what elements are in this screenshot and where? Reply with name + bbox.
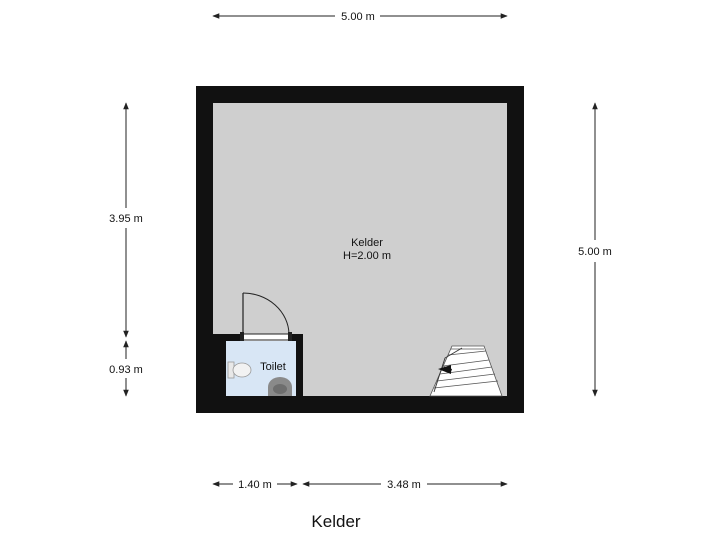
dimension-left-upper-label: 3.95 m [109,213,143,225]
dimension-right-label: 5.00 m [578,246,612,258]
dimension-bottom-left-label: 1.40 m [238,479,272,491]
dimension-bottom-right: 3.48 m [302,479,508,491]
sink-icon [268,377,292,396]
door-opening [242,334,290,341]
stairs-icon [429,345,503,397]
dimension-left-upper: 3.95 m [109,102,143,338]
dimension-right: 5.00 m [578,102,612,397]
dimension-top-label: 5.00 m [341,11,375,23]
dimension-bottom-right-label: 3.48 m [387,479,421,491]
dimension-left-lower: 0.93 m [109,340,143,397]
door-swing-icon [240,292,292,341]
room-height-label: H=2.00 m [343,250,391,262]
dimension-left-lower-label: 0.93 m [109,364,143,376]
toilet-icon [227,361,252,379]
dimension-top: 5.00 m [212,11,508,23]
dimension-bottom-left: 1.40 m [212,479,298,491]
room-name-kelder: Kelder [351,237,383,249]
toilet-wall-right [296,334,303,396]
toilet-wall-left [213,341,226,396]
room-name-toilet: Toilet [260,361,286,373]
floor-caption: Kelder [311,512,361,531]
